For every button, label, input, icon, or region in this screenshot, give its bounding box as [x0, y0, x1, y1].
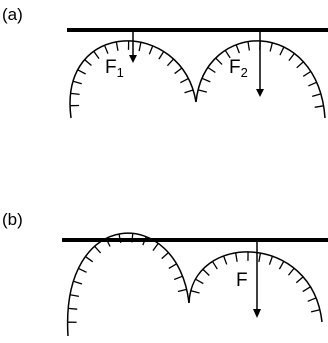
hatch-tick	[215, 57, 223, 65]
panel-a-arc-left-ticks	[70, 40, 194, 107]
hatch-tick	[177, 288, 187, 293]
hatch-tick	[223, 255, 228, 265]
hatch-tick	[307, 297, 317, 302]
hatch-tick	[207, 66, 216, 74]
hatch-tick	[103, 45, 109, 54]
hatch-tick	[295, 276, 304, 284]
panel-b-label: (b)	[2, 210, 23, 229]
hatch-tick	[72, 80, 82, 85]
panel-a-label: (a)	[2, 5, 23, 24]
hatch-tick	[308, 81, 317, 87]
panel-a-arc-left	[69, 40, 197, 119]
hatch-tick	[69, 294, 80, 297]
force-f2-label: F2	[229, 57, 248, 80]
force-f-label: F	[236, 270, 248, 291]
hatch-tick	[190, 290, 200, 294]
hatch-tick	[288, 53, 295, 62]
hatch-tick	[279, 46, 285, 56]
hatch-tick	[195, 278, 204, 285]
hatch-tick	[105, 238, 111, 247]
force-f1-label: F1	[105, 57, 124, 80]
panel-a-arc-right	[195, 40, 326, 119]
hatch-tick	[68, 307, 78, 310]
hatch-tick	[84, 59, 92, 66]
hatch-tick	[287, 267, 295, 276]
hatch-tick	[184, 89, 194, 94]
hatch-tick	[115, 41, 119, 51]
panel-b: (b) F	[2, 210, 328, 337]
hatch-tick	[235, 252, 238, 262]
hatch-tick	[70, 92, 80, 96]
panel-a-arc-right-ticks	[197, 40, 324, 108]
hatch-tick	[268, 256, 274, 265]
hatch-tick	[235, 44, 240, 54]
hatch-tick	[73, 280, 83, 285]
hatch-tick	[174, 67, 183, 75]
force-f1-arrow-head	[129, 55, 137, 63]
panel-a: (a) F1 F2	[2, 5, 328, 119]
force-f2-arrow-head	[256, 89, 264, 97]
hatch-tick	[202, 268, 210, 276]
hatch-tick	[258, 252, 262, 263]
hatch-tick	[158, 51, 165, 60]
hatch-tick	[180, 78, 189, 84]
hatch-tick	[77, 69, 86, 75]
hatch-tick	[166, 58, 174, 67]
hatch-tick	[269, 42, 273, 52]
hatch-tick	[131, 233, 134, 243]
hatch-tick	[152, 242, 159, 252]
panel-b-arc-left	[67, 232, 190, 337]
hatch-tick	[247, 41, 251, 51]
hatch-tick	[314, 105, 324, 108]
force-f-arrow-head	[253, 309, 261, 318]
hatch-tick	[302, 286, 311, 293]
hatch-tick	[93, 50, 100, 59]
hatch-tick	[197, 89, 208, 93]
hatch-tick	[311, 93, 321, 97]
panel-b-arc-right-ticks	[190, 251, 321, 313]
panel-b-arc-left-ticks	[67, 233, 187, 323]
hatch-tick	[310, 309, 321, 313]
hatch-tick	[278, 261, 285, 270]
hatch-tick	[161, 252, 169, 260]
hatch-tick	[211, 261, 218, 270]
hatch-tick	[168, 263, 177, 269]
hatch-tick	[118, 233, 122, 243]
hatch-tick	[296, 61, 304, 69]
hatch-tick	[142, 236, 147, 246]
hatch-tick	[173, 275, 183, 281]
hatch-tick	[94, 245, 102, 254]
hatch-tick	[85, 256, 94, 263]
hatch-tick	[201, 77, 211, 83]
hatch-tick	[138, 42, 142, 52]
hatch-tick	[224, 49, 231, 59]
hatch-tick	[302, 70, 312, 77]
hatch-tick	[148, 45, 154, 55]
hatch-tick	[78, 267, 87, 273]
